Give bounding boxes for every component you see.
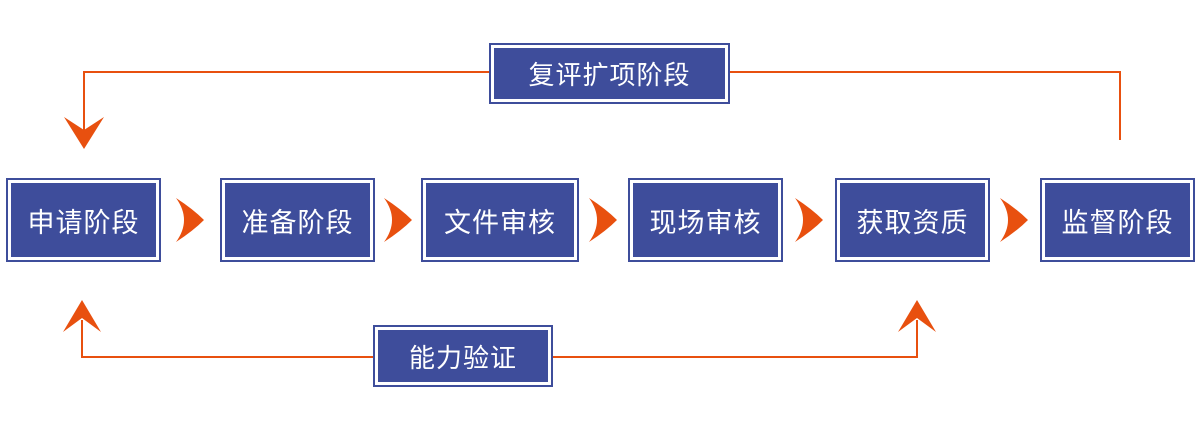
flow-chevron-icon	[792, 197, 826, 243]
feedback-box-reassessment: 复评扩项阶段	[489, 43, 730, 104]
stage-box-onsite-review: 现场审核	[628, 178, 783, 262]
flow-chevron-icon	[997, 197, 1031, 243]
stage-box-application: 申请阶段	[6, 178, 161, 262]
stage-label: 申请阶段	[11, 183, 156, 257]
flow-chevron-icon	[381, 197, 415, 243]
feedback-label: 能力验证	[378, 330, 548, 382]
stage-box-obtain-qualification: 获取资质	[835, 178, 990, 262]
stage-box-supervision: 监督阶段	[1040, 178, 1195, 262]
arrow-down-icon	[64, 117, 104, 149]
flow-chevron-icon	[586, 197, 620, 243]
stage-label: 监督阶段	[1045, 183, 1190, 257]
stage-label: 获取资质	[840, 183, 985, 257]
stage-label: 准备阶段	[225, 183, 370, 257]
stage-label: 现场审核	[633, 183, 778, 257]
arrow-up-right-icon	[898, 300, 936, 332]
stage-box-preparation: 准备阶段	[220, 178, 375, 262]
flow-chevron-icon	[173, 197, 207, 243]
stage-box-document-review: 文件审核	[421, 178, 579, 262]
arrow-up-left-icon	[63, 300, 101, 332]
feedback-label: 复评扩项阶段	[494, 48, 725, 99]
stage-label: 文件审核	[426, 183, 574, 257]
feedback-box-capability-verification: 能力验证	[373, 325, 553, 387]
